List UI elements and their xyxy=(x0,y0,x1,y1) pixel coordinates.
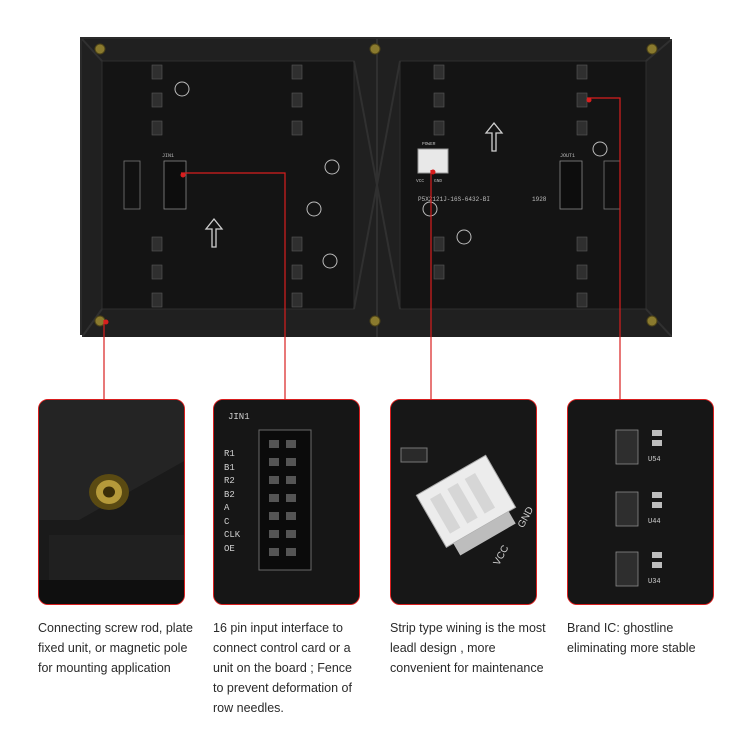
power-connector-closeup xyxy=(391,400,536,604)
brand-ic-closeup xyxy=(568,400,713,604)
jin1-label: JIN1 xyxy=(228,412,250,422)
pin-label: A xyxy=(224,503,230,513)
caption-mount-screw: Connecting screw rod, plate fixed unit, … xyxy=(38,621,193,675)
chip-label: U34 xyxy=(648,578,661,586)
mount-screws xyxy=(94,43,658,327)
vcc-silk-label: VCC xyxy=(416,178,424,184)
gnd-silk-label: GND xyxy=(434,178,442,184)
callout-power-connector: VCC GND xyxy=(390,399,537,605)
pin-label: C xyxy=(224,516,230,527)
callout-brand-ic: U54 U44 U34 xyxy=(567,399,714,605)
caption-input-header: 16 pin input interface to connect contro… xyxy=(213,621,352,715)
pin-label: B1 xyxy=(224,462,235,473)
pin-label: OE xyxy=(224,543,235,554)
jin-silk-label: JIN1 xyxy=(162,153,174,159)
caption-power-connector: Strip type wining is the most leadl desi… xyxy=(390,621,546,675)
pin-label: B2 xyxy=(224,489,235,500)
panel-drawing: JIN1 JOUT1 POWER VCC GND P5X2121J-16S-64… xyxy=(82,39,672,337)
chip-label: U54 xyxy=(648,456,661,464)
callout-input-header: JIN1 R1 B1 R2 B2 A C CLK OE xyxy=(213,399,360,605)
pin-label: CLK xyxy=(224,530,241,540)
caption-brand-ic: Brand IC: ghostline eliminating more sta… xyxy=(567,621,696,655)
power-silk-label: POWER xyxy=(422,141,436,147)
pin-label: R1 xyxy=(224,449,235,459)
led-module-panel: JIN1 JOUT1 POWER VCC GND P5X2121J-16S-64… xyxy=(80,37,672,337)
model-silk-label: P5X2121J-16S-6432-BI xyxy=(418,196,490,203)
code-silk-label: 1928 xyxy=(532,196,547,203)
pin-label-list: R1 B1 R2 B2 A C CLK OE xyxy=(224,448,240,556)
pin-label: R2 xyxy=(224,476,235,486)
jout-silk-label: JOUT1 xyxy=(560,153,575,159)
chip-label: U44 xyxy=(648,518,661,526)
mount-screw-closeup xyxy=(39,400,184,604)
input-header-closeup xyxy=(214,400,359,604)
callout-mount-screw xyxy=(38,399,185,605)
